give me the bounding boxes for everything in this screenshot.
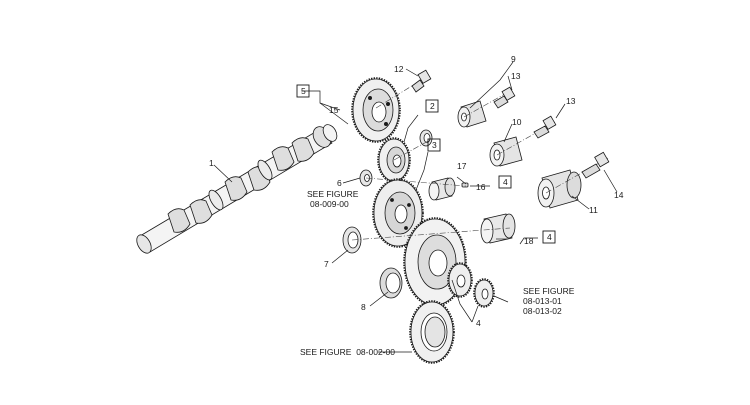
hub-11: [537, 169, 582, 209]
hub-9: [457, 100, 487, 128]
callout-9: 9: [511, 54, 516, 64]
callout-4a: 4: [503, 177, 508, 187]
callout-11: 11: [589, 205, 598, 215]
idler-gear-center: [372, 178, 424, 248]
callout-8: 8: [361, 302, 366, 312]
bolt-13-lower: [496, 115, 557, 156]
callout-6: 6: [337, 178, 342, 188]
see-figure-ref-2-line2: 08-013-01: [523, 296, 562, 306]
bolt-14: [545, 151, 610, 194]
callout-15: 15: [329, 105, 339, 115]
bushing-18: [480, 213, 516, 244]
seal-8: [379, 267, 403, 299]
small-gear-pair: [447, 262, 495, 308]
bolt-13-upper: [463, 86, 516, 118]
see-figure-ref-3: SEE FIGURE 08-002-00: [300, 347, 395, 357]
callout-3: 3: [432, 140, 437, 150]
callout-4c: 4: [476, 318, 481, 328]
camshaft-gear: [351, 77, 401, 143]
callout-14: 14: [614, 190, 624, 200]
bolt-12: [375, 69, 432, 109]
callout-13-lower: 13: [566, 96, 576, 106]
hub-10: [489, 136, 523, 167]
callout-box-4a: [498, 175, 512, 189]
callout-16: 16: [476, 182, 486, 192]
callout-13-upper: 13: [511, 71, 521, 81]
callout-17: 17: [457, 161, 467, 171]
callout-box-4b: [542, 230, 556, 244]
callout-box-2: [425, 99, 439, 113]
callout-box-5: [296, 84, 310, 98]
callout-12: 12: [394, 64, 404, 74]
callout-5: 5: [301, 86, 306, 96]
leader-lines: [213, 61, 618, 353]
callout-18: 18: [524, 236, 534, 246]
callout-4b: 4: [547, 232, 552, 242]
see-figure-ref-1-line1: SEE FIGURE: [307, 189, 359, 199]
callout-2: 2: [430, 101, 435, 111]
camshaft: [136, 124, 338, 254]
callout-box-3: [427, 138, 441, 152]
see-figure-ref-2-line1: SEE FIGURE: [523, 286, 575, 296]
see-figure-ref-1-line2: 08-009-00: [310, 199, 349, 209]
bushing-17: [428, 177, 456, 201]
see-figure-ref-2-line3: 08-013-02: [523, 306, 562, 316]
bushing-2: [419, 129, 433, 147]
crankshaft-gear: [409, 300, 455, 364]
callout-10: 10: [512, 117, 522, 127]
callout-7: 7: [324, 259, 329, 269]
callout-1: 1: [209, 158, 214, 168]
